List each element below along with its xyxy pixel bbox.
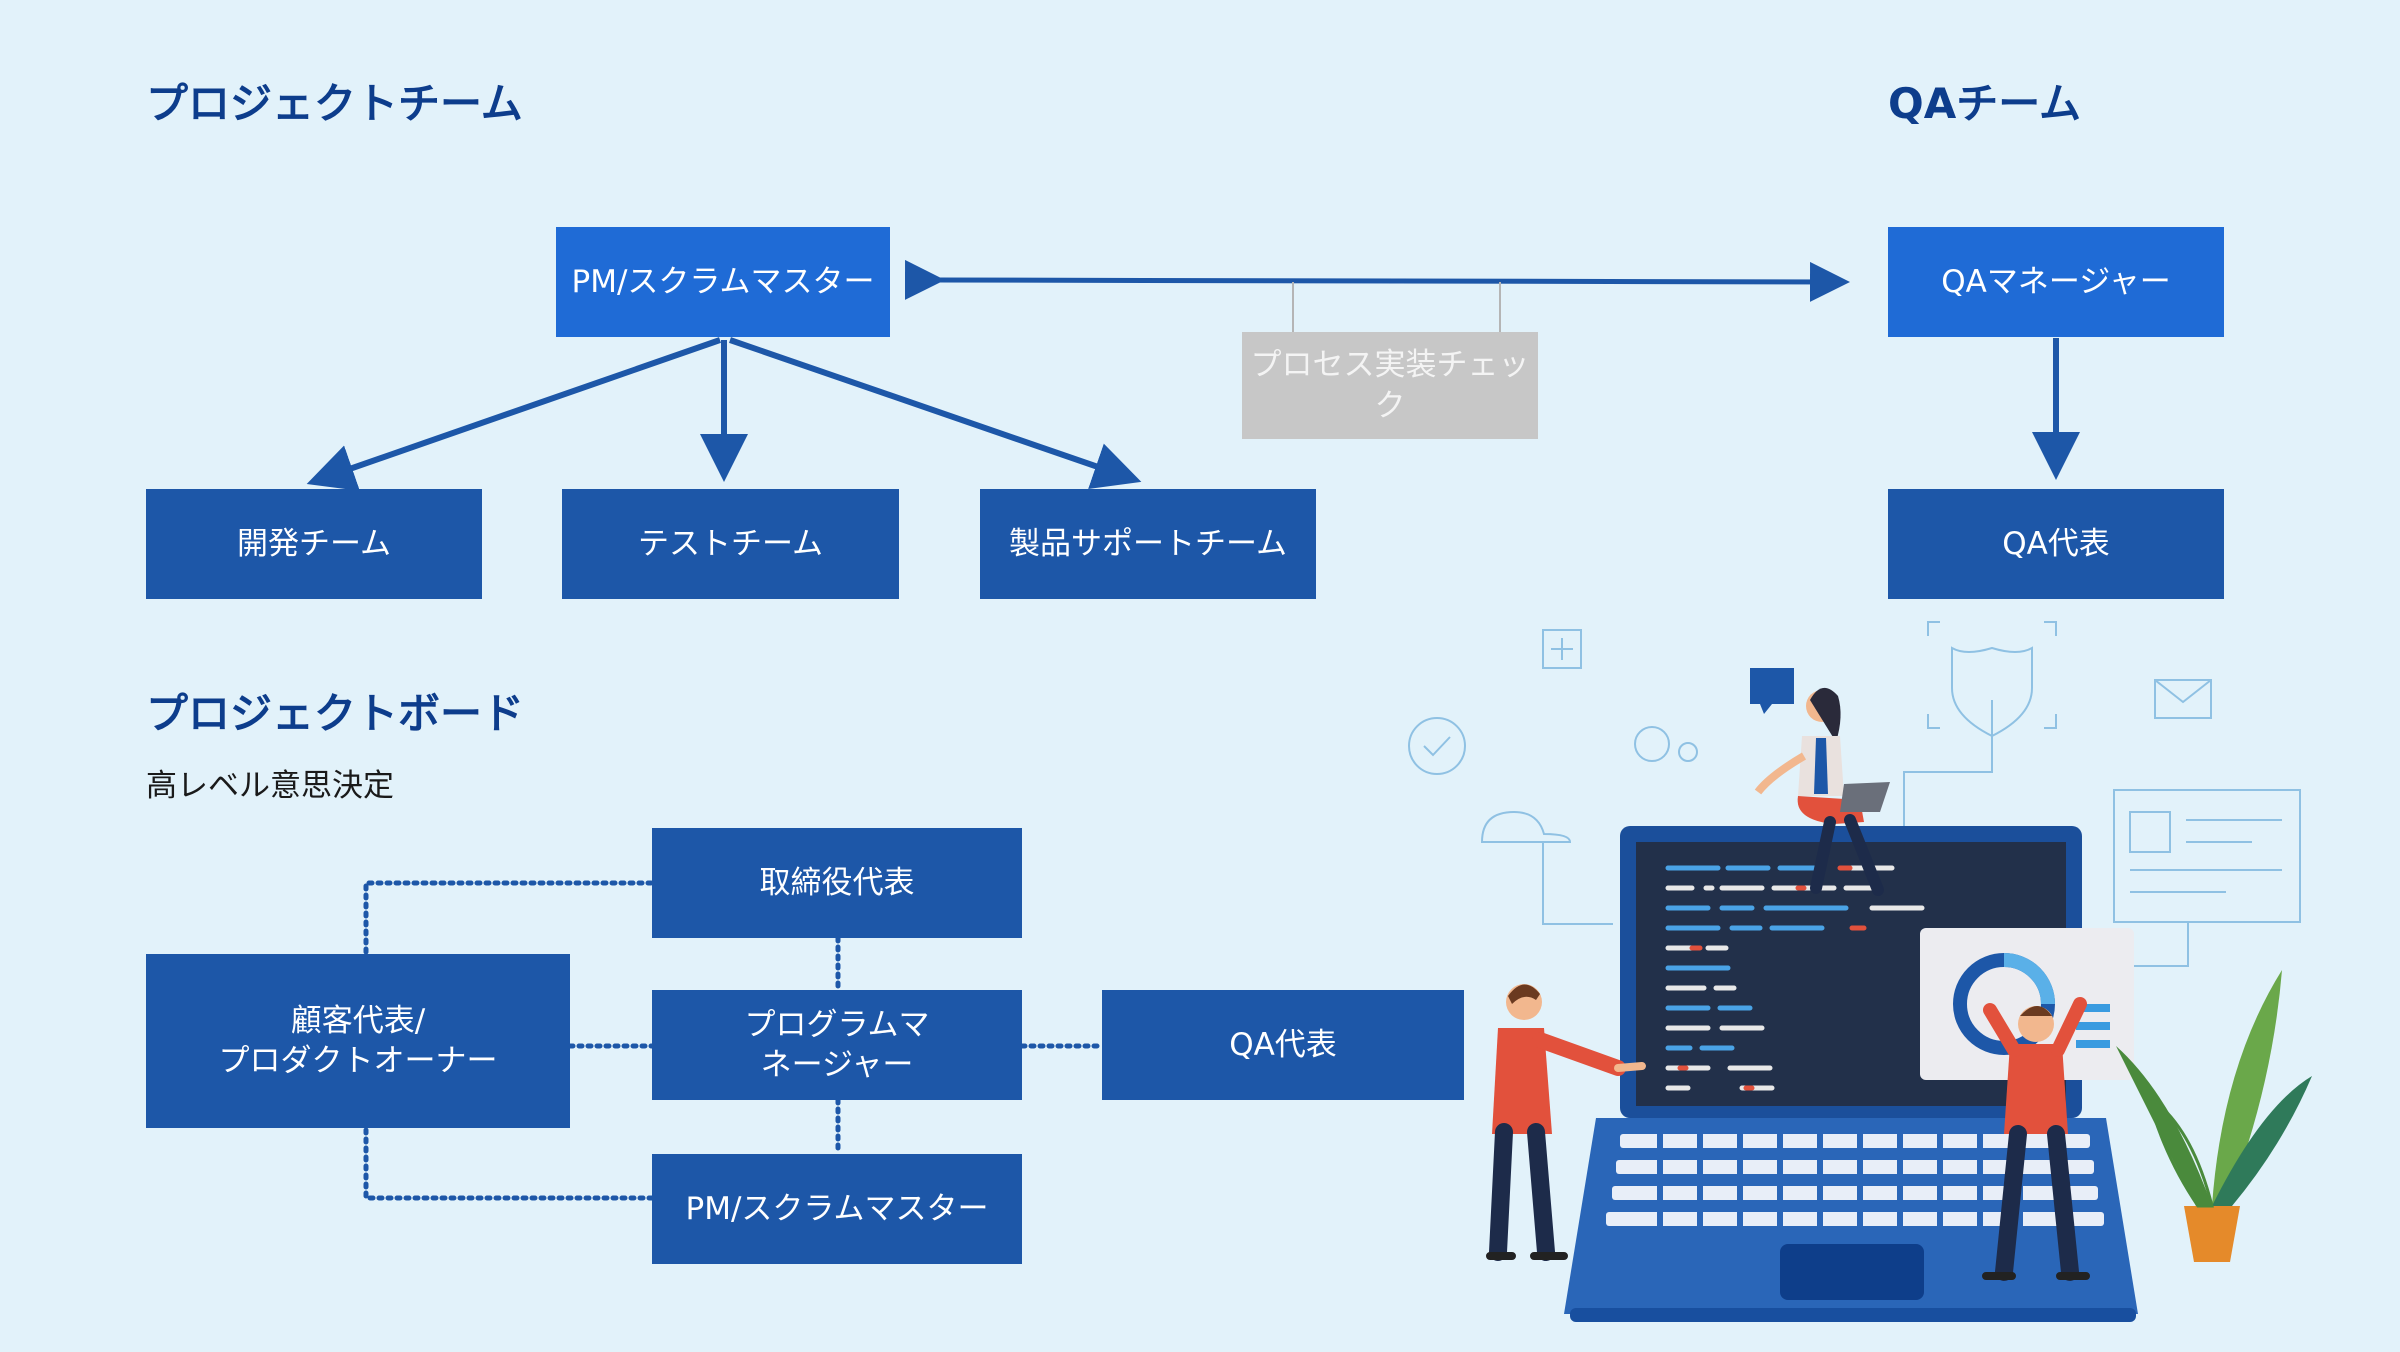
customer-rep-box: 顧客代表/ プロダクトオーナー — [146, 954, 570, 1128]
gear-icon — [1634, 726, 1670, 762]
dev-team-box: 開発チーム — [146, 489, 482, 599]
cloud-icon — [1480, 810, 1572, 843]
customer-rep-line1: 顧客代表/ — [290, 1002, 426, 1039]
dotted-customer-to-pm — [363, 1127, 655, 1201]
program-manager-box: プログラムマ ネージャー — [652, 990, 1022, 1100]
support-team-box: 製品サポートチーム — [980, 489, 1316, 599]
plant-pot — [2184, 1206, 2240, 1262]
check-circle-icon — [1408, 717, 1466, 775]
laptop-trackpad — [1780, 1244, 1924, 1300]
project-board-heading: プロジェクトボード — [146, 689, 525, 738]
envelope-icon — [2154, 679, 2212, 719]
arrow-pm-qa-manager — [904, 259, 1850, 302]
chat-bubble-icon — [1750, 668, 1794, 714]
document-card-icon — [2113, 789, 2301, 923]
qa-team-heading: QAチーム — [1888, 79, 2081, 128]
qa-rep-box: QA代表 — [1888, 489, 2224, 599]
board-qa-rep-box: QA代表 — [1102, 990, 1464, 1100]
customer-rep-line2: プロダクトオーナー — [218, 1043, 498, 1079]
pm-scrum-master-box: PM/スクラムマスター — [556, 227, 890, 337]
program-manager-line1: プログラムマ — [744, 1006, 930, 1043]
exec-rep-box: 取締役代表 — [652, 828, 1022, 938]
program-manager-line2: ネージャー — [760, 1047, 914, 1083]
plus-icon — [1551, 638, 1573, 660]
arrow-pm-to-dev — [306, 337, 721, 491]
plus-square-icon — [1542, 629, 1582, 669]
arrow-pm-to-support — [729, 337, 1142, 489]
qa-manager-box: QAマネージャー — [1888, 227, 2224, 337]
test-team-box: テストチーム — [562, 489, 899, 599]
project-team-heading: プロジェクトチーム — [146, 79, 523, 128]
project-board-subtitle: 高レベル意思決定 — [146, 768, 394, 804]
dotted-customer-to-exec — [363, 880, 655, 955]
process-check-box: プロセス実装チェック — [1242, 332, 1538, 439]
board-pm-box: PM/スクラムマスター — [652, 1154, 1022, 1264]
